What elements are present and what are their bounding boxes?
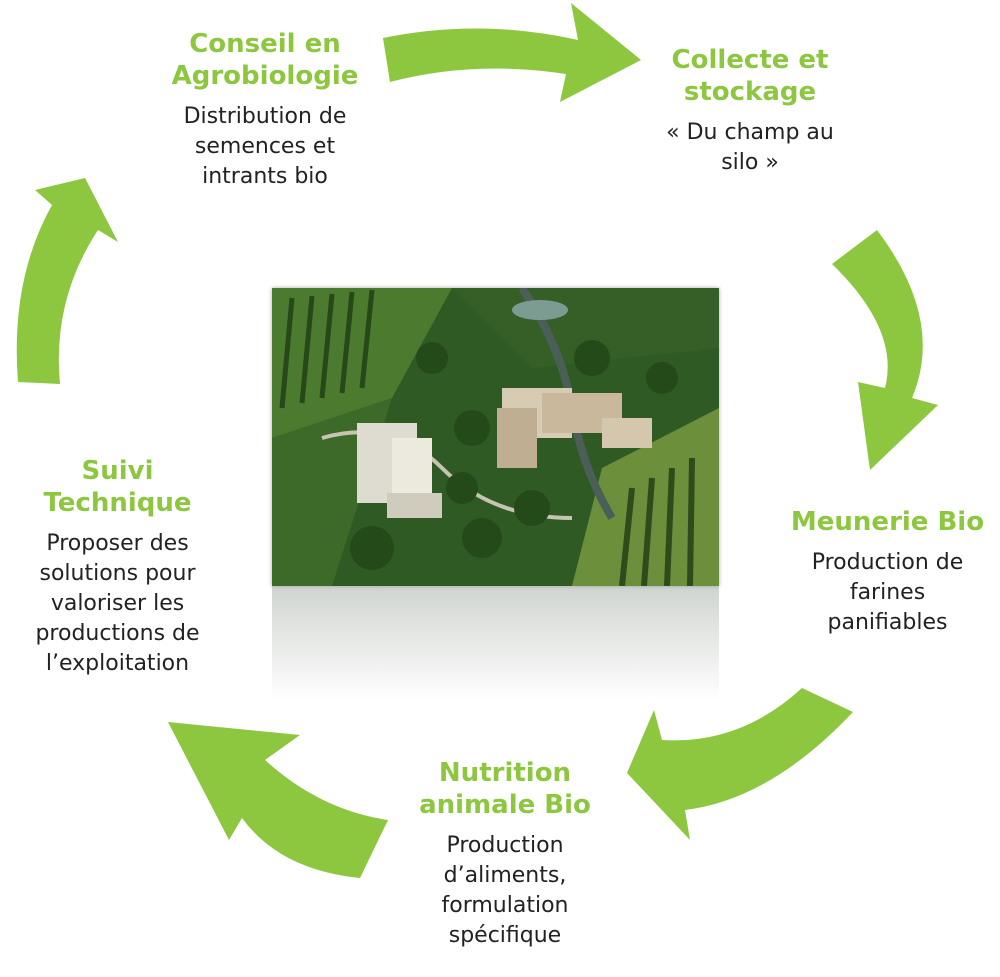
step-meunerie: Meunerie Bio Production de farines panif… [775, 506, 1000, 638]
arrow-collecte-to-meunerie [832, 230, 938, 470]
aerial-photo-illustration [272, 288, 719, 586]
step-conseil: Conseil en Agrobiologie Distribution de … [140, 28, 390, 192]
step-conseil-desc: Distribution de semences et intrants bio [183, 104, 347, 189]
step-conseil-title: Conseil en Agrobiologie [171, 29, 359, 91]
arrow-conseil-to-collecte [383, 3, 641, 102]
photo-frame [272, 288, 719, 708]
step-suivi: Suivi Technique Proposer des solutions p… [0, 455, 235, 679]
step-collecte-title: Collecte et stockage [671, 45, 829, 107]
step-collecte: Collecte et stockage « Du champ au silo … [620, 44, 880, 178]
step-suivi-desc: Proposer des solutions pour valoriser le… [35, 531, 200, 676]
aerial-photo [272, 288, 719, 586]
step-meunerie-title: Meunerie Bio [790, 507, 985, 537]
step-nutrition-desc: Production d’aliments, formulation spéci… [441, 833, 569, 948]
arrow-meunerie-to-nutrition [627, 688, 853, 840]
step-nutrition: Nutrition animale Bio Production d’alime… [380, 757, 630, 951]
photo-reflection [272, 586, 719, 701]
arrow-suivi-to-conseil [16, 178, 118, 384]
step-meunerie-desc: Production de farines panifiables [811, 550, 964, 635]
arrow-nutrition-to-suivi [168, 722, 388, 878]
step-nutrition-title: Nutrition animale Bio [419, 758, 591, 820]
step-suivi-title: Suivi Technique [43, 456, 192, 518]
step-collecte-desc: « Du champ au silo » [666, 120, 834, 175]
